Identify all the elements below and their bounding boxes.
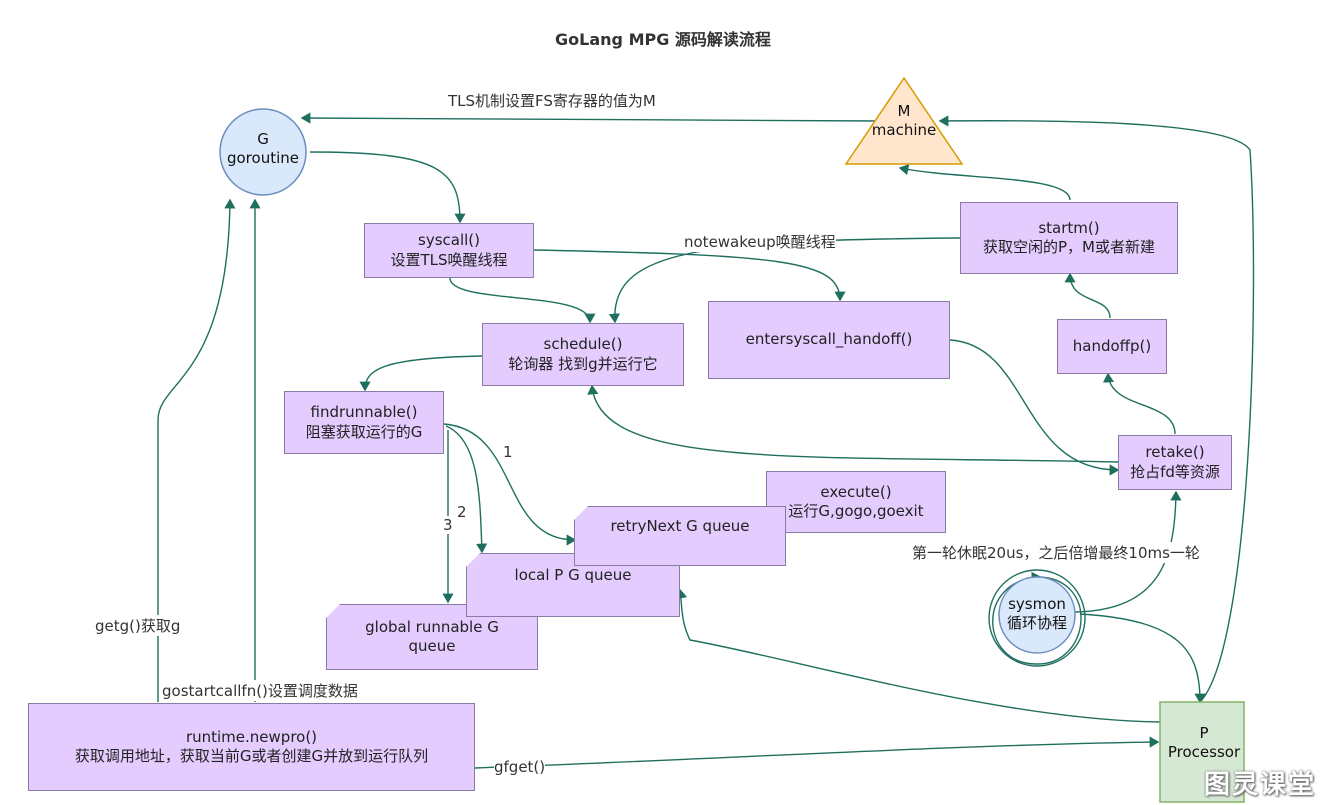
schedule-line2: 轮询器 找到g并运行它 xyxy=(508,354,658,373)
startm-line2: 获取空闲的P，M或者新建 xyxy=(983,238,1155,256)
p-node-line1: P xyxy=(1199,724,1209,742)
g-node: G goroutine xyxy=(220,130,306,168)
g-node-line2: goroutine xyxy=(226,148,299,167)
g-node-shape xyxy=(219,108,307,196)
edge-schedule-to-findrunnable xyxy=(359,355,483,392)
edge-p-to-m xyxy=(938,115,1255,703)
newproc-line2: 获取调用地址，获取当前G或者创建G并放到运行队列 xyxy=(74,747,429,765)
edge-syscall-to-schedule xyxy=(449,277,596,324)
label-path-3: 3 xyxy=(443,516,453,534)
label-path-1: 1 xyxy=(503,443,513,461)
edge-startm-to-m xyxy=(898,164,1071,201)
m-node: M machine xyxy=(854,102,954,140)
sysmon-node-line2: 循环协程 xyxy=(1006,613,1067,632)
p-node: P Processor xyxy=(1158,724,1250,762)
edge-sysmon-loop xyxy=(992,571,1082,665)
retry-next-g-queue: retryNext G queue xyxy=(574,506,786,566)
syscall-line2: 设置TLS唤醒线程 xyxy=(390,250,508,269)
edge-newproc-to-g-getg xyxy=(157,198,236,702)
g-node-line1: G xyxy=(257,130,269,148)
label-tls: TLS机制设置FS寄存器的值为M xyxy=(448,90,656,111)
edge-startm-to-schedule xyxy=(608,237,961,324)
handoffp-line1: handoffp() xyxy=(1072,336,1152,355)
syscall-box: syscall() 设置TLS唤醒线程 xyxy=(364,223,534,278)
p-node-shape xyxy=(1159,701,1245,803)
edge-syscall-to-entersyscall xyxy=(531,249,846,302)
handoffp-box: handoffp() xyxy=(1057,319,1167,374)
retake-box: retake() 抢占fd等资源 xyxy=(1118,435,1232,490)
execute-line1: execute() xyxy=(820,482,892,501)
edge-g-to-syscall xyxy=(309,151,466,224)
label-notewakeup: notewakeup唤醒线程 xyxy=(684,231,836,252)
global-queue-line2: queue xyxy=(408,637,456,655)
edge-handoffp-to-startm xyxy=(1064,272,1111,319)
syscall-line1: syscall() xyxy=(418,231,480,249)
edge-sysmon-to-p xyxy=(1079,613,1206,704)
edge-sysmon-to-retake xyxy=(1074,490,1182,613)
local-queue-line1: local P G queue xyxy=(514,566,632,584)
global-queue-line1: global runnable G xyxy=(365,617,499,636)
label-path-2: 2 xyxy=(457,503,467,521)
sysmon-node: sysmon 循环协程 xyxy=(990,595,1084,633)
findrunnable-line1: findrunnable() xyxy=(310,403,418,421)
findrunnable-box: findrunnable() 阻塞获取运行的G xyxy=(284,391,444,454)
newproc-line1: runtime.newpro() xyxy=(185,727,318,746)
edge-entersyscall-to-retake xyxy=(949,339,1120,476)
runtime-newproc-box: runtime.newpro() 获取调用地址，获取当前G或者创建G并放到运行队… xyxy=(28,703,475,791)
m-node-line2: machine xyxy=(871,120,937,139)
sysmon-node-shape xyxy=(998,576,1076,654)
schedule-box: schedule() 轮询器 找到g并运行它 xyxy=(482,323,684,386)
edge-m-to-g xyxy=(300,112,881,124)
entersyscall-handoff-box: entersyscall_handoff() xyxy=(708,301,950,379)
execute-line2: 运行G,gogo,goexit xyxy=(788,502,924,520)
startm-line1: startm() xyxy=(1038,218,1100,237)
edge-retake-to-schedule xyxy=(587,384,1119,463)
retake-line2: 抢占fd等资源 xyxy=(1130,462,1220,481)
startm-box: startm() 获取空闲的P，M或者新建 xyxy=(960,202,1178,274)
watermark-text: 图灵课堂 xyxy=(1203,770,1316,800)
edge-findrunnable-to-retry xyxy=(443,423,577,546)
edge-newproc-to-p xyxy=(474,736,1160,769)
schedule-line1: schedule() xyxy=(543,335,623,353)
retry-queue-line1: retryNext G queue xyxy=(610,517,750,535)
execute-box: execute() 运行G,gogo,goexit xyxy=(766,471,946,533)
m-node-line1: M xyxy=(897,102,911,120)
sysmon-outer-ring xyxy=(988,569,1086,667)
label-gfget: gfget() xyxy=(494,758,546,776)
edge-retake-to-handoffp xyxy=(1102,372,1176,435)
entersyscall-line1: entersyscall_handoff() xyxy=(745,330,913,349)
edge-findrunnable-to-local xyxy=(445,425,488,554)
p-node-line2: Processor xyxy=(1167,742,1241,761)
label-gostartcallfn: gostartcallfn()设置调度数据 xyxy=(162,680,358,701)
edge-p-to-local xyxy=(676,588,1161,723)
findrunnable-line2: 阻塞获取运行的G xyxy=(305,422,423,441)
sysmon-node-line1: sysmon xyxy=(1008,595,1066,613)
diagram-title: GoLang MPG 源码解读流程 xyxy=(555,30,771,49)
retake-line1: retake() xyxy=(1145,443,1205,461)
m-node-shape xyxy=(844,76,964,165)
label-sleep-interval: 第一轮休眠20us，之后倍增最终10ms一轮 xyxy=(912,542,1200,563)
label-getg: getg()获取g xyxy=(95,615,181,636)
